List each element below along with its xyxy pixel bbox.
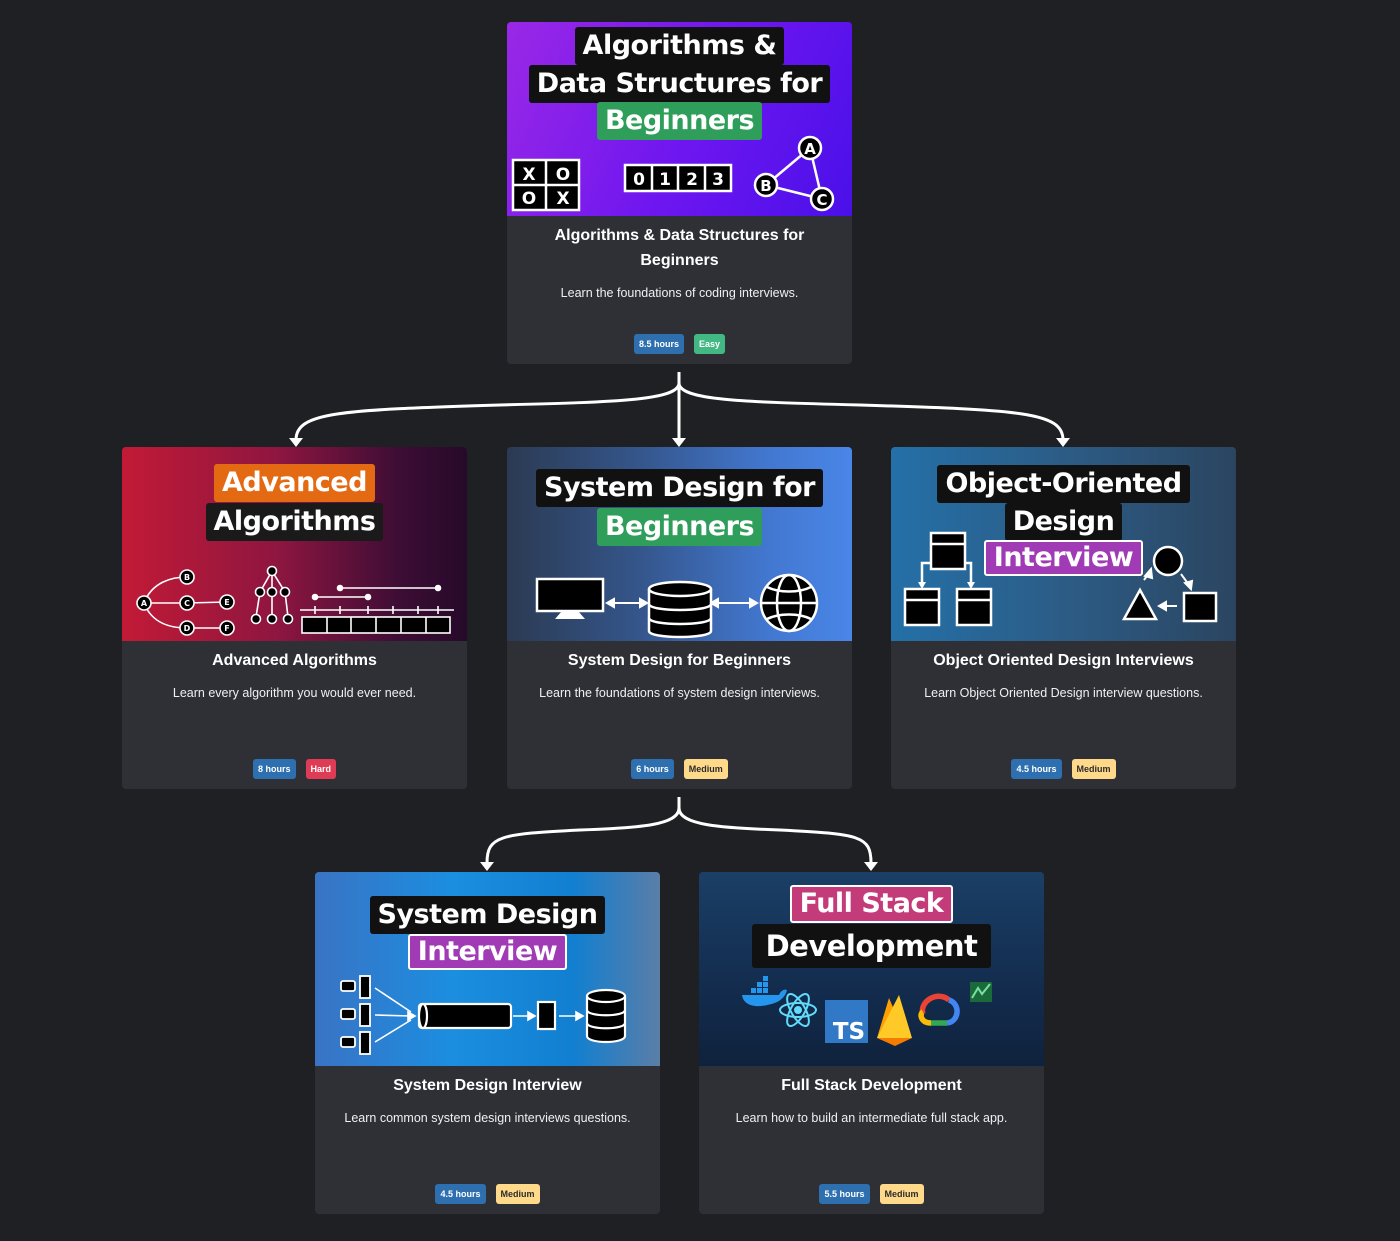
tree-icon xyxy=(250,565,294,625)
svg-text:D: D xyxy=(184,624,191,633)
svg-text:3: 3 xyxy=(712,170,724,190)
arrow-icon xyxy=(604,597,760,609)
hours-badge: 8 hours xyxy=(252,759,296,779)
banner-title-line: Interview xyxy=(983,540,1144,576)
svg-text:B: B xyxy=(760,177,771,195)
course-banner: Algorithms & Data Structures for Beginne… xyxy=(507,22,852,216)
svg-text:2: 2 xyxy=(686,170,698,190)
difficulty-badge: Medium xyxy=(495,1184,540,1204)
advanced-algorithms-illustration: A B C D E F xyxy=(136,565,454,636)
segment-tree-icon xyxy=(300,584,454,634)
banner-title-line: Full Stack xyxy=(789,885,954,923)
course-card-system-design-beginners[interactable]: System Design for Beginners xyxy=(507,447,852,789)
queue-icon xyxy=(417,1002,513,1030)
course-card-advanced-algorithms[interactable]: Advanced Algorithms A B C D E F xyxy=(122,447,467,789)
database-icon xyxy=(585,988,627,1044)
class-diagram-icon xyxy=(903,531,993,627)
banner-title-line: Object-Oriented xyxy=(937,465,1190,503)
course-title: System Design for Beginners xyxy=(567,652,792,669)
svg-text:B: B xyxy=(184,573,190,582)
client-icon xyxy=(340,975,371,1055)
react-icon xyxy=(779,993,817,1027)
banner-title-line: System Design for xyxy=(536,469,823,507)
banner-title-line: Algorithms & xyxy=(574,27,785,65)
server-icon xyxy=(536,1000,557,1031)
typescript-icon: TS xyxy=(825,1000,868,1045)
course-banner: Full Stack Development TS xyxy=(699,872,1044,1066)
svg-text:C: C xyxy=(816,191,827,209)
svg-text:X: X xyxy=(556,189,569,209)
difficulty-badge: Medium xyxy=(879,1184,924,1204)
svg-text:E: E xyxy=(224,598,229,607)
svg-text:TS: TS xyxy=(833,1019,865,1045)
course-banner: Advanced Algorithms A B C D E F xyxy=(122,447,467,641)
graph-icon: A B C xyxy=(753,135,835,212)
shapes-icon xyxy=(1121,545,1218,623)
course-description: Learn the foundations of system design i… xyxy=(539,686,820,700)
tic-tac-toe-icon: X O O X xyxy=(511,158,581,212)
banner-title-line: Advanced xyxy=(214,464,375,502)
globe-icon xyxy=(759,573,819,633)
banner-title-line: Data Structures for xyxy=(528,65,831,103)
ood-illustration xyxy=(903,531,1218,627)
svg-text:1: 1 xyxy=(659,170,671,190)
hours-badge: 5.5 hours xyxy=(819,1184,870,1204)
svg-text:O: O xyxy=(522,189,536,209)
system-design-illustration xyxy=(535,573,819,639)
banner-title-line: Beginners xyxy=(596,508,763,546)
svg-text:C: C xyxy=(184,599,190,608)
hours-badge: 4.5 hours xyxy=(1011,759,1062,779)
svg-text:X: X xyxy=(522,165,535,185)
course-description: Learn common system design interviews qu… xyxy=(344,1111,631,1125)
banner-title-line: Design xyxy=(1004,503,1123,541)
course-description: Learn the foundations of coding intervie… xyxy=(560,286,799,300)
google-cloud-icon xyxy=(918,993,960,1026)
svg-text:O: O xyxy=(556,165,570,185)
course-title: Full Stack Development xyxy=(781,1077,962,1094)
course-banner: System Design for Beginners xyxy=(507,447,852,641)
svg-text:F: F xyxy=(224,624,229,633)
array-icon: 0 1 2 3 xyxy=(623,163,733,193)
course-description: Learn every algorithm you would ever nee… xyxy=(172,686,417,700)
dsa-illustration: X O O X 0 1 2 3 A xyxy=(511,135,835,212)
banner-title-line: System Design xyxy=(369,896,606,934)
hours-badge: 4.5 hours xyxy=(435,1184,486,1204)
svg-text:A: A xyxy=(804,140,816,158)
banner-title-line: Beginners xyxy=(596,102,763,140)
database-icon xyxy=(647,580,713,639)
hours-badge: 6 hours xyxy=(631,759,674,779)
svg-text:A: A xyxy=(141,599,148,608)
difficulty-badge: Medium xyxy=(683,759,728,779)
course-banner: Object-Oriented Design Interview xyxy=(891,447,1236,641)
full-stack-illustration: TS xyxy=(742,976,992,1046)
banner-title-line: Algorithms xyxy=(205,503,384,541)
fastapi-icon xyxy=(970,982,992,1002)
course-card-full-stack[interactable]: Full Stack Development TS xyxy=(699,872,1044,1214)
svg-text:0: 0 xyxy=(633,170,645,190)
banner-title-line: Interview xyxy=(407,934,568,970)
docker-icon xyxy=(742,976,787,1007)
course-card-dsa-beginners[interactable]: Algorithms & Data Structures for Beginne… xyxy=(507,22,852,364)
difficulty-badge: Easy xyxy=(693,334,726,354)
monitor-icon xyxy=(535,577,605,619)
course-description: Learn how to build an intermediate full … xyxy=(735,1111,1008,1125)
course-title: Advanced Algorithms xyxy=(212,652,377,669)
course-title: System Design Interview xyxy=(393,1077,582,1094)
banner-title-line: Development xyxy=(751,924,992,968)
course-card-system-design-interview[interactable]: System Design Interview xyxy=(315,872,660,1214)
hours-badge: 8.5 hours xyxy=(633,334,684,354)
system-design-interview-illustration xyxy=(340,975,627,1055)
difficulty-badge: Medium xyxy=(1071,759,1116,779)
course-description: Learn Object Oriented Design interview q… xyxy=(924,686,1203,700)
course-card-ood-interview[interactable]: Object-Oriented Design Interview Objec xyxy=(891,447,1236,789)
course-banner: System Design Interview xyxy=(315,872,660,1066)
course-title: Object Oriented Design Interviews xyxy=(933,652,1194,669)
firebase-icon xyxy=(877,995,912,1046)
difficulty-badge: Hard xyxy=(305,759,337,779)
course-title: Algorithms & Data Structures for Beginne… xyxy=(554,227,805,269)
